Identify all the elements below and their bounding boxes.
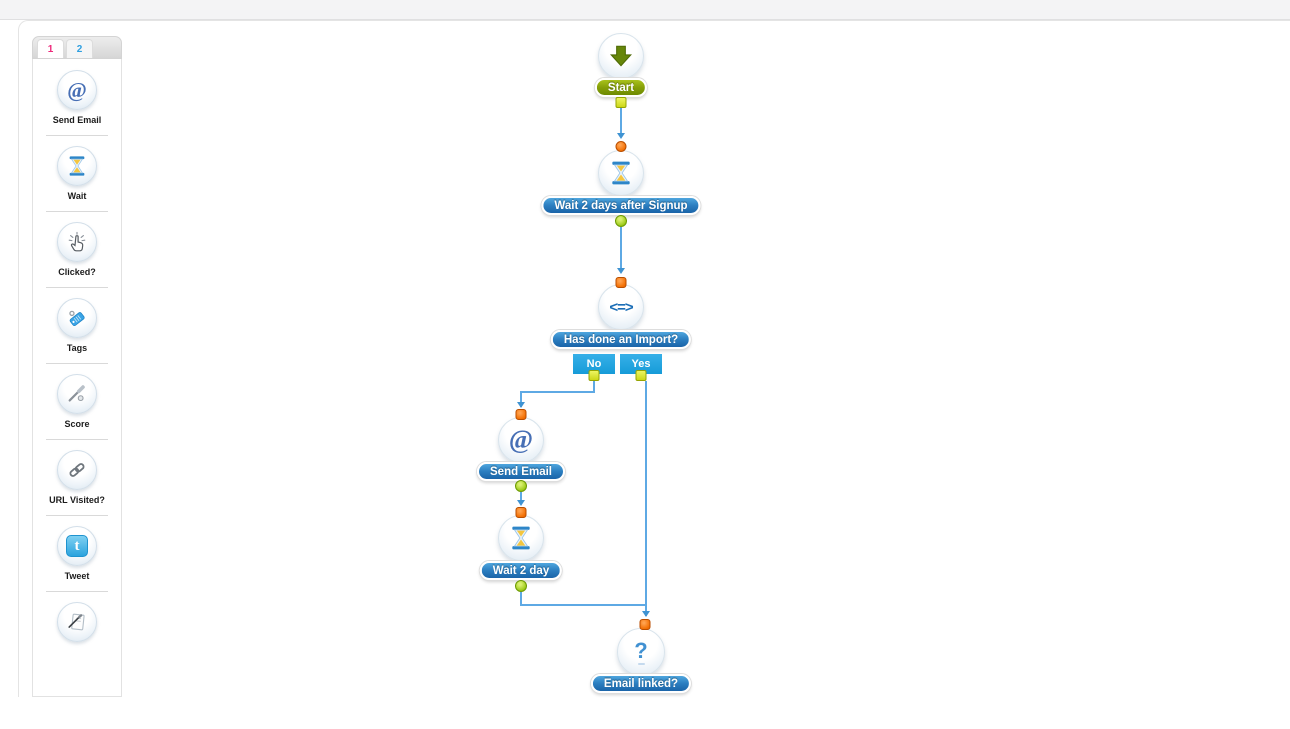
send-email-node-label[interactable]: Send Email	[477, 462, 565, 481]
connector-line	[520, 391, 595, 393]
branch-no-label: No	[586, 358, 602, 370]
page-header-strip	[0, 0, 1290, 20]
start-output-connector[interactable]	[615, 97, 627, 108]
start-label-text: Start	[607, 81, 635, 94]
branch-yes-label: Yes	[631, 358, 651, 370]
start-node-label[interactable]: Start	[594, 78, 648, 97]
compare-icon: <=>	[609, 298, 633, 316]
email-linked-node-icon[interactable]: ?	[617, 628, 665, 676]
email-linked-node-label[interactable]: Email linked?	[590, 674, 692, 693]
import-decision-input-connector[interactable]	[615, 277, 627, 288]
send-email-input-connector[interactable]	[515, 409, 527, 420]
branch-yes-output-connector[interactable]	[635, 370, 647, 381]
palette-item-label: Wait	[67, 191, 87, 201]
divider	[46, 439, 108, 440]
import-decision-label-text: Has done an Import?	[563, 333, 679, 346]
connector-line	[520, 604, 647, 606]
connector-line	[645, 604, 647, 616]
tab-2[interactable]: 2	[66, 39, 93, 58]
connector-line	[593, 381, 595, 393]
arrowhead	[617, 268, 625, 274]
question-icon-dash	[637, 662, 645, 665]
wait-2day-label-text: Wait 2 day	[492, 564, 550, 577]
palette-item-label: URL Visited?	[49, 495, 105, 505]
question-icon: ?	[634, 637, 648, 663]
start-node-icon[interactable]	[598, 33, 644, 79]
palette-tabbar: 1 2	[32, 36, 122, 59]
palette-item-clicked[interactable]: Clicked?	[33, 220, 121, 278]
divider	[46, 135, 108, 136]
wait-2day-input-connector[interactable]	[515, 507, 527, 518]
twitter-icon: t	[57, 526, 97, 566]
tab-1-label: 1	[47, 43, 54, 55]
at-glyph: @	[67, 77, 87, 102]
divider	[46, 591, 108, 592]
at-icon: @	[508, 425, 534, 454]
link-icon	[57, 450, 97, 490]
email-linked-label-text: Email linked?	[603, 677, 679, 690]
divider	[46, 363, 108, 364]
connector-line	[520, 391, 522, 407]
tab-1[interactable]: 1	[37, 39, 64, 58]
send-email-output-connector[interactable]	[515, 480, 527, 492]
wait-signup-node-icon[interactable]	[598, 150, 644, 196]
divider	[46, 287, 108, 288]
palette-item-note[interactable]	[33, 600, 121, 658]
palette-item-tweet[interactable]: t Tweet	[33, 524, 121, 582]
palette-item-label: Send Email	[52, 115, 102, 125]
hourglass-icon	[512, 526, 530, 550]
palette-item-wait[interactable]: Wait	[33, 144, 121, 202]
hourglass-icon	[612, 161, 630, 185]
wait-2day-node-icon[interactable]	[498, 515, 544, 561]
palette-item-label: Tweet	[64, 571, 90, 581]
action-palette: 1 2 @ Send Email Wait	[32, 36, 122, 697]
palette-item-score[interactable]: Score	[33, 372, 121, 430]
palette-item-label: Clicked?	[58, 267, 96, 277]
wait-signup-label-text: Wait 2 days after Signup	[554, 199, 688, 212]
divider	[46, 211, 108, 212]
arrowhead	[517, 500, 525, 506]
import-decision-node-icon[interactable]: <=>	[598, 284, 644, 330]
branch-no[interactable]: No	[573, 354, 615, 374]
wait-signup-output-connector[interactable]	[615, 215, 627, 227]
hourglass-icon	[57, 146, 97, 186]
palette-item-label: Tags	[66, 343, 88, 353]
palette-item-tags[interactable]: Tags	[33, 296, 121, 354]
connector-line	[520, 592, 522, 606]
connector-line	[645, 381, 647, 606]
palette-item-url-visited[interactable]: URL Visited?	[33, 448, 121, 506]
email-linked-input-connector[interactable]	[639, 619, 651, 630]
palette-item-label: Score	[64, 419, 90, 429]
wait-signup-input-connector[interactable]	[615, 141, 627, 152]
note-pen-icon	[57, 602, 97, 642]
connector-line	[620, 227, 622, 272]
send-email-label-text: Send Email	[490, 465, 552, 478]
connector-line	[620, 107, 622, 137]
send-email-node-icon[interactable]: @	[498, 417, 544, 463]
at-icon: @	[57, 70, 97, 110]
palette-items: @ Send Email Wait	[32, 59, 122, 697]
down-arrow-icon	[610, 45, 632, 67]
divider	[46, 515, 108, 516]
branch-no-output-connector[interactable]	[588, 370, 600, 381]
branch-yes[interactable]: Yes	[620, 354, 662, 374]
tab-2-label: 2	[76, 43, 83, 55]
wait-signup-node-label[interactable]: Wait 2 days after Signup	[541, 196, 701, 215]
wait-2day-node-label[interactable]: Wait 2 day	[479, 561, 563, 580]
arrowhead	[642, 611, 650, 617]
score-tool-icon	[57, 374, 97, 414]
wait-2day-output-connector[interactable]	[515, 580, 527, 592]
connector-line	[520, 492, 522, 502]
import-decision-node-label[interactable]: Has done an Import?	[550, 330, 692, 349]
arrowhead	[617, 133, 625, 139]
click-hand-icon	[57, 222, 97, 262]
twitter-t-glyph: t	[66, 535, 88, 557]
arrowhead	[517, 402, 525, 408]
palette-item-send-email[interactable]: @ Send Email	[33, 68, 121, 126]
tag-icon	[57, 298, 97, 338]
